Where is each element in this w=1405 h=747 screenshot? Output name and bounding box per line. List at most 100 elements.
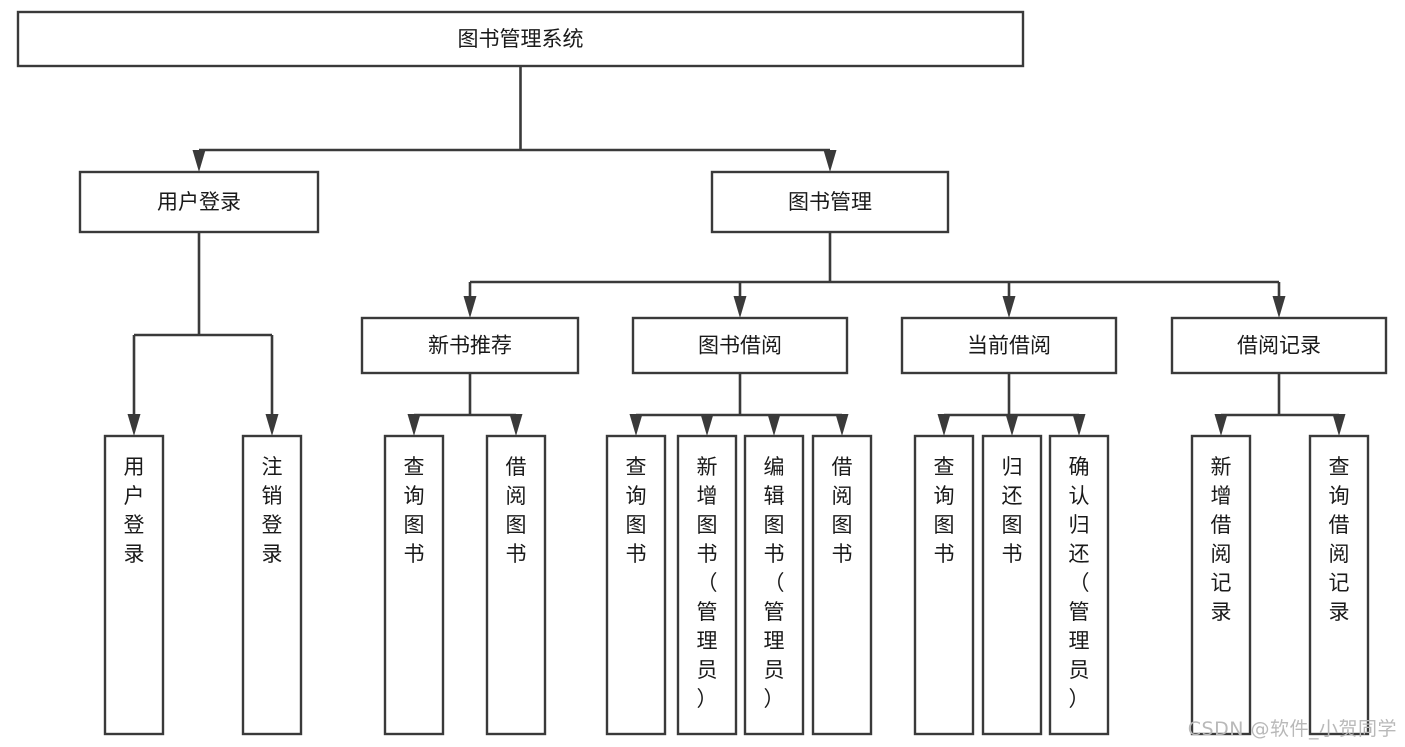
- node-box: [631, 316, 849, 375]
- node-label-char: 书: [934, 542, 955, 566]
- arrow-head-icon: [937, 414, 951, 436]
- node-label-char: 借: [832, 455, 853, 479]
- arrow-head-icon: [835, 414, 849, 436]
- arrow-head-icon: [509, 414, 523, 436]
- node-label-char: 还: [1069, 542, 1090, 566]
- nodes-layer: 图书管理系统用户登录图书管理新书推荐图书借阅当前借阅借阅记录用户登录注销登录查询…: [16, 10, 1388, 736]
- node-label-char: 登: [262, 513, 283, 537]
- node-label-char: 销: [262, 484, 283, 508]
- diagram-node-n-current[interactable]: 当前借阅: [900, 316, 1118, 375]
- node-label-char: 归: [1002, 455, 1023, 479]
- node-label-char: 查: [404, 455, 425, 479]
- node-label-char: 查: [626, 455, 647, 479]
- node-label: 图书管理系统: [458, 27, 584, 51]
- arrow-head-icon: [700, 414, 714, 436]
- arrow-head-icon: [629, 414, 643, 436]
- arrow-head-icon: [407, 414, 421, 436]
- node-label-char: 书: [697, 542, 718, 566]
- node-label-char: 新: [1211, 455, 1232, 479]
- diagram-node-n-book-mgmt[interactable]: 图书管理: [710, 170, 950, 234]
- node-label: 图书管理: [788, 190, 872, 214]
- arrow-head-icon: [192, 150, 206, 172]
- diagram-node-n-history[interactable]: 借阅记录: [1170, 316, 1388, 375]
- node-box: [383, 434, 445, 736]
- node-label-char: 记: [1211, 571, 1232, 595]
- node-label-char: 图: [764, 513, 785, 537]
- node-label-char: 录: [262, 542, 283, 566]
- node-label-char: 询: [934, 484, 955, 508]
- node-label-char: ）: [764, 687, 785, 711]
- node-label-char: 阅: [1211, 542, 1232, 566]
- arrow-head-icon: [1272, 296, 1286, 318]
- node-label-char: 图: [626, 513, 647, 537]
- node-label: 图书借阅: [698, 334, 782, 358]
- node-label: 借阅记录: [1237, 334, 1321, 358]
- node-label-char: 录: [124, 542, 145, 566]
- diagram-node-n-user-login[interactable]: 用户登录: [78, 170, 320, 234]
- node-label-char: 员: [697, 658, 718, 682]
- arrow-head-icon: [1072, 414, 1086, 436]
- node-label-char: 图: [934, 513, 955, 537]
- node-box: [1170, 316, 1388, 375]
- node-label-char: 登: [124, 513, 145, 537]
- node-label-char: 借: [1329, 513, 1350, 537]
- node-label-char: 新: [697, 455, 718, 479]
- arrow-head-icon: [1332, 414, 1346, 436]
- node-box: [1048, 434, 1110, 736]
- diagram-node-l-user-login[interactable]: 用户登录: [103, 434, 165, 736]
- node-label-char: 还: [1002, 484, 1023, 508]
- arrow-head-icon: [767, 414, 781, 436]
- node-label-char: 询: [626, 484, 647, 508]
- node-label-char: 增: [697, 484, 718, 508]
- node-label-char: 阅: [506, 484, 527, 508]
- arrow-head-icon: [1005, 414, 1019, 436]
- node-label-char: ）: [1069, 687, 1090, 711]
- node-label-char: 理: [697, 629, 718, 653]
- node-label-char: 确: [1069, 455, 1090, 479]
- node-label-char: 管: [697, 600, 718, 624]
- node-label-char: 注: [262, 455, 283, 479]
- diagram-node-n-new-rec[interactable]: 新书推荐: [360, 316, 580, 375]
- node-label-char: 询: [1329, 484, 1350, 508]
- node-box: [360, 316, 580, 375]
- node-label-char: （: [697, 571, 718, 595]
- node-label-char: 编: [764, 455, 785, 479]
- node-box: [78, 170, 320, 234]
- diagram-node-n-borrow[interactable]: 图书借阅: [631, 316, 849, 375]
- arrow-head-icon: [463, 296, 477, 318]
- node-label-char: （: [764, 571, 785, 595]
- node-label-char: 用: [124, 455, 145, 479]
- node-box: [710, 170, 950, 234]
- node-box: [1190, 434, 1252, 736]
- node-box: [241, 434, 303, 736]
- node-box: [811, 434, 873, 736]
- node-label-char: 增: [1211, 484, 1232, 508]
- arrow-head-icon: [1214, 414, 1228, 436]
- node-box: [676, 434, 738, 736]
- arrow-head-icon: [127, 414, 141, 436]
- node-label-char: 书: [506, 542, 527, 566]
- node-label-char: 查: [1329, 455, 1350, 479]
- diagram-node-root[interactable]: 图书管理系统: [16, 10, 1025, 68]
- node-label-char: （: [1069, 571, 1090, 595]
- node-box: [900, 316, 1118, 375]
- node-label-char: 图: [832, 513, 853, 537]
- node-label-char: 图: [506, 513, 527, 537]
- node-label-char: 户: [124, 484, 145, 508]
- arrow-head-icon: [733, 296, 747, 318]
- node-label-char: 辑: [764, 484, 785, 508]
- node-label-char: 图: [1002, 513, 1023, 537]
